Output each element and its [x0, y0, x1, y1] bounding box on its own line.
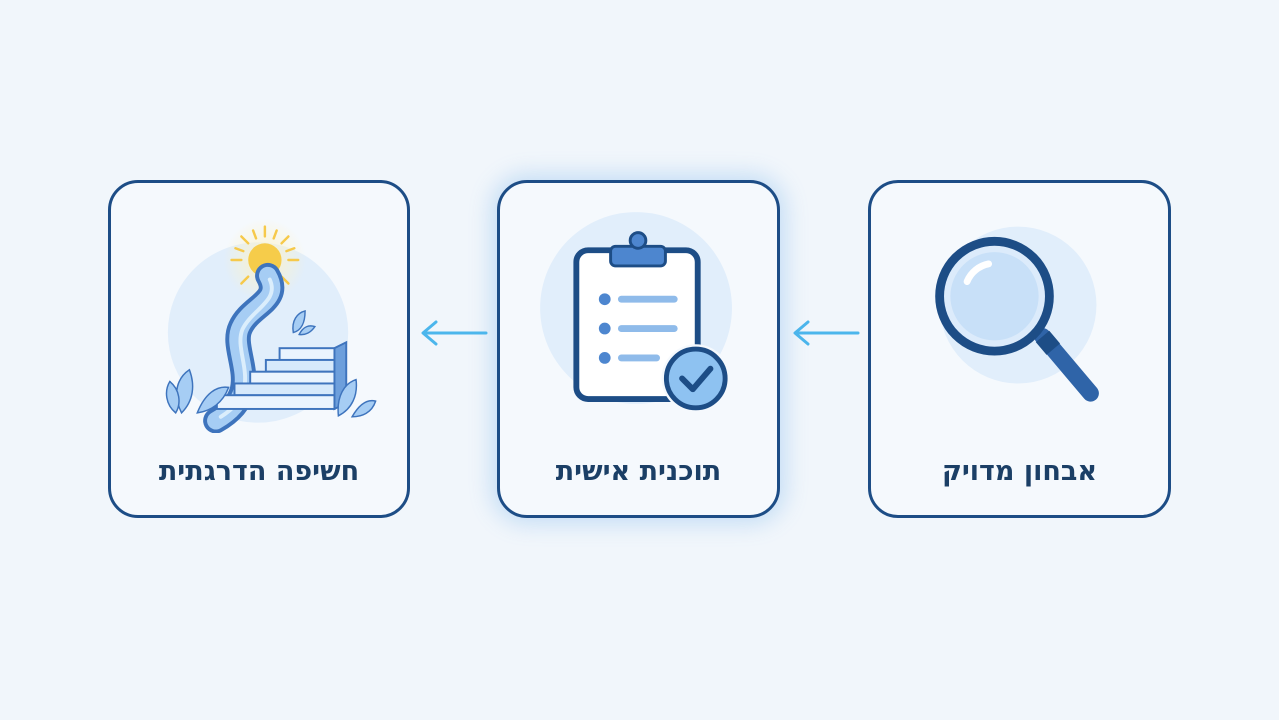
stairway-sun-icon [165, 218, 377, 433]
arrow-left-icon [421, 320, 488, 346]
step-card-exposure: חשיפה הדרגתית [108, 180, 410, 518]
step-label: תוכנית אישית [555, 456, 722, 487]
arrow-left-icon [793, 320, 860, 346]
step-card-plan: תוכנית אישית [497, 180, 780, 518]
step-label: חשיפה הדרגתית [158, 456, 360, 487]
step-card-diagnosis: אבחון מדויק [868, 180, 1171, 518]
step-label: אבחון מדויק [941, 456, 1098, 487]
clipboard-check-icon [540, 212, 732, 413]
magnifying-glass-icon [935, 226, 1099, 402]
